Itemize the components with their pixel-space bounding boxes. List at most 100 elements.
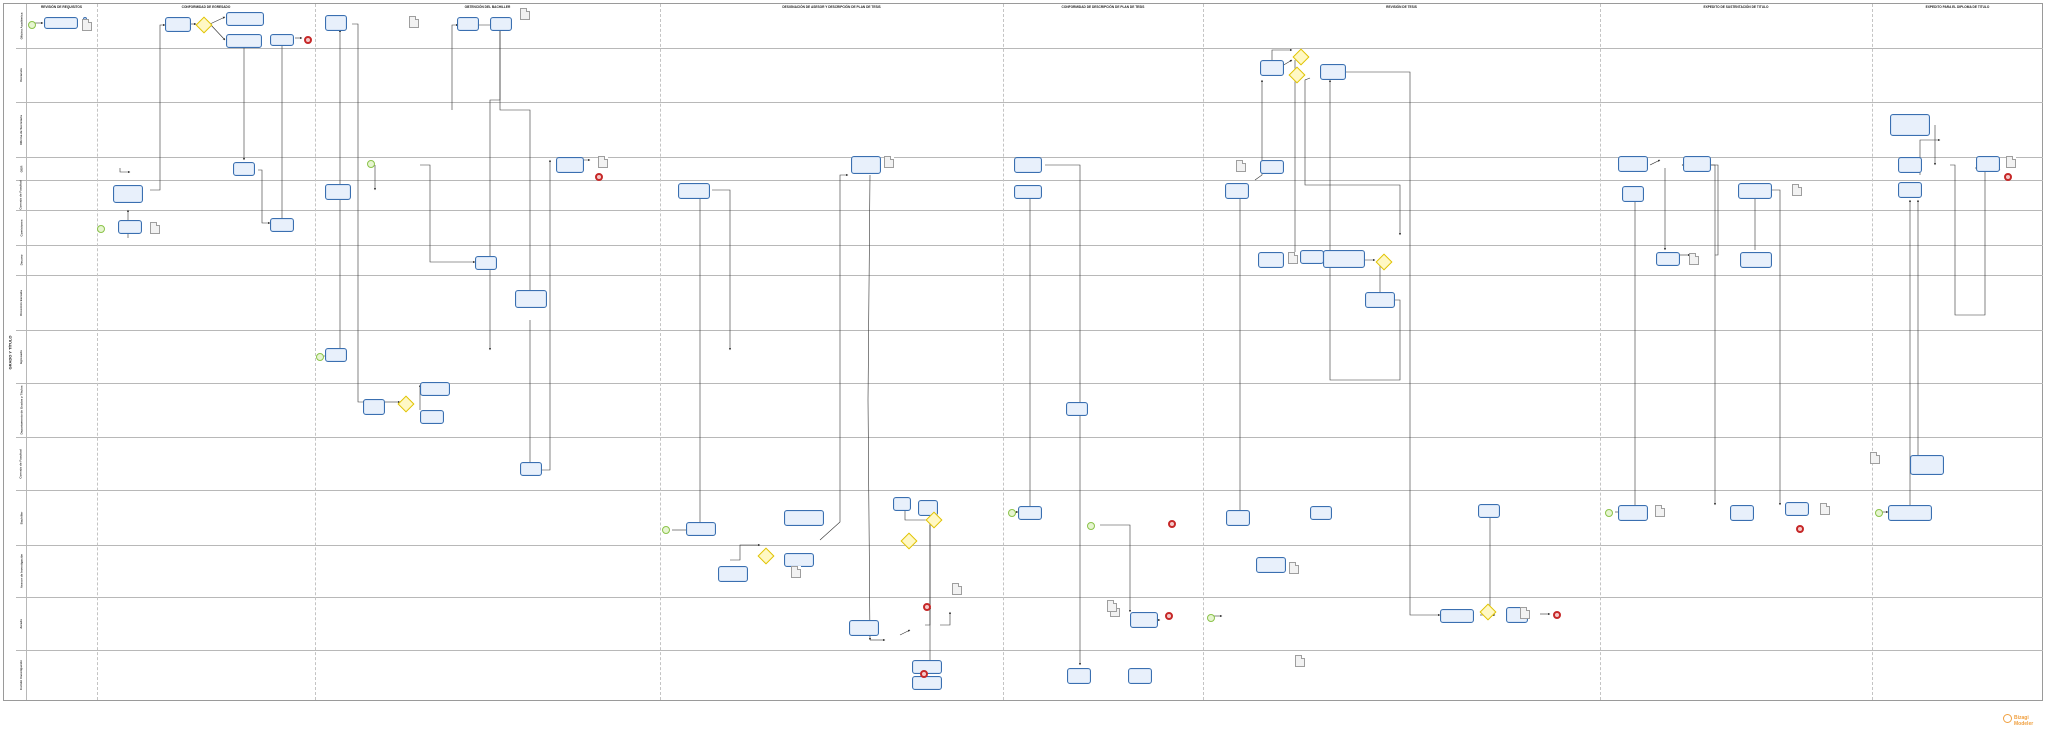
start-event	[1207, 614, 1215, 622]
task	[1014, 185, 1042, 199]
data-object-icon	[1289, 562, 1299, 574]
task	[1300, 250, 1324, 264]
data-object-icon	[598, 156, 608, 168]
task	[1656, 252, 1680, 266]
task	[520, 462, 542, 476]
data-object-icon	[409, 16, 419, 28]
lane	[16, 180, 2043, 210]
phase-title: REVISIÓN DE TESIS	[1386, 5, 1417, 9]
phase-separator	[97, 4, 98, 700]
task	[686, 522, 716, 536]
start-event	[1008, 509, 1016, 517]
end-event	[1168, 520, 1176, 528]
task	[1226, 510, 1250, 526]
data-object-icon	[1870, 452, 1880, 464]
task	[678, 183, 710, 199]
start-event	[97, 225, 105, 233]
task	[165, 17, 191, 32]
task	[118, 220, 142, 234]
task	[784, 553, 814, 567]
data-object-icon	[1288, 252, 1298, 264]
task	[233, 162, 255, 176]
task	[1683, 156, 1711, 172]
task	[325, 348, 347, 362]
lane	[16, 330, 2043, 383]
task	[325, 184, 351, 200]
bizagi-logo-text: Bizagi Modeler	[2014, 715, 2034, 727]
task	[718, 566, 748, 582]
task	[1618, 505, 1648, 521]
phase-separator	[1872, 4, 1873, 700]
task	[784, 510, 824, 526]
task	[457, 17, 479, 31]
task	[1738, 183, 1772, 199]
task	[515, 290, 547, 308]
task	[1258, 252, 1284, 268]
task	[420, 382, 450, 396]
task	[556, 157, 584, 173]
task	[1130, 612, 1158, 628]
end-event	[595, 173, 603, 181]
phase-title: CONFORMIDAD DE EGRESADO	[181, 5, 231, 9]
task	[851, 156, 881, 174]
task	[1898, 157, 1922, 173]
start-event	[28, 21, 36, 29]
phase-separator	[660, 4, 661, 700]
task	[1910, 455, 1944, 475]
start-event	[1605, 509, 1613, 517]
task	[1898, 182, 1922, 198]
end-event	[923, 603, 931, 611]
task	[1478, 504, 1500, 518]
lane	[16, 545, 2043, 597]
phase-separator	[315, 4, 316, 700]
task	[1730, 505, 1754, 521]
data-object-icon	[520, 8, 530, 20]
phase-separator	[1003, 4, 1004, 700]
end-event	[1553, 611, 1561, 619]
lane	[16, 275, 2043, 330]
data-object-icon	[1295, 655, 1305, 667]
lane	[16, 490, 2043, 545]
task	[1622, 186, 1644, 202]
start-event	[1087, 522, 1095, 530]
end-event	[2004, 173, 2012, 181]
phase-title: EXPEDITO PARA EL DIPLOMA DE TITULO	[1925, 5, 1990, 9]
task	[44, 17, 78, 29]
phase-separator	[1600, 4, 1601, 700]
task	[1888, 505, 1932, 521]
data-object-icon	[1236, 160, 1246, 172]
task	[325, 15, 347, 31]
pool-frame	[3, 3, 2043, 701]
task	[1890, 114, 1930, 136]
task	[1320, 64, 1346, 80]
task	[1260, 160, 1284, 174]
lane	[16, 102, 2043, 157]
task	[1785, 502, 1809, 516]
lane	[16, 597, 2043, 650]
end-event	[1796, 525, 1804, 533]
data-object-icon	[884, 156, 894, 168]
data-object-icon	[1107, 600, 1117, 612]
task	[490, 17, 512, 31]
data-object-icon	[1520, 607, 1530, 619]
data-object-icon	[791, 566, 801, 578]
data-object-icon	[82, 19, 92, 31]
task	[363, 399, 385, 415]
task	[270, 218, 294, 232]
start-event	[367, 160, 375, 168]
data-object-icon	[1689, 253, 1699, 265]
lane	[16, 437, 2043, 490]
task	[1323, 250, 1365, 268]
lane	[16, 210, 2043, 245]
task	[270, 34, 294, 46]
lane-header-separator	[26, 4, 27, 700]
task	[1365, 292, 1395, 308]
phase-title: CONFORMIDAD DE DESCRIPCIÓN DE PLAN DE TE…	[1061, 5, 1145, 9]
start-event	[316, 353, 324, 361]
task	[226, 12, 264, 26]
task	[1256, 557, 1286, 573]
task	[1067, 668, 1091, 684]
task	[1066, 402, 1088, 416]
task	[1014, 157, 1042, 173]
